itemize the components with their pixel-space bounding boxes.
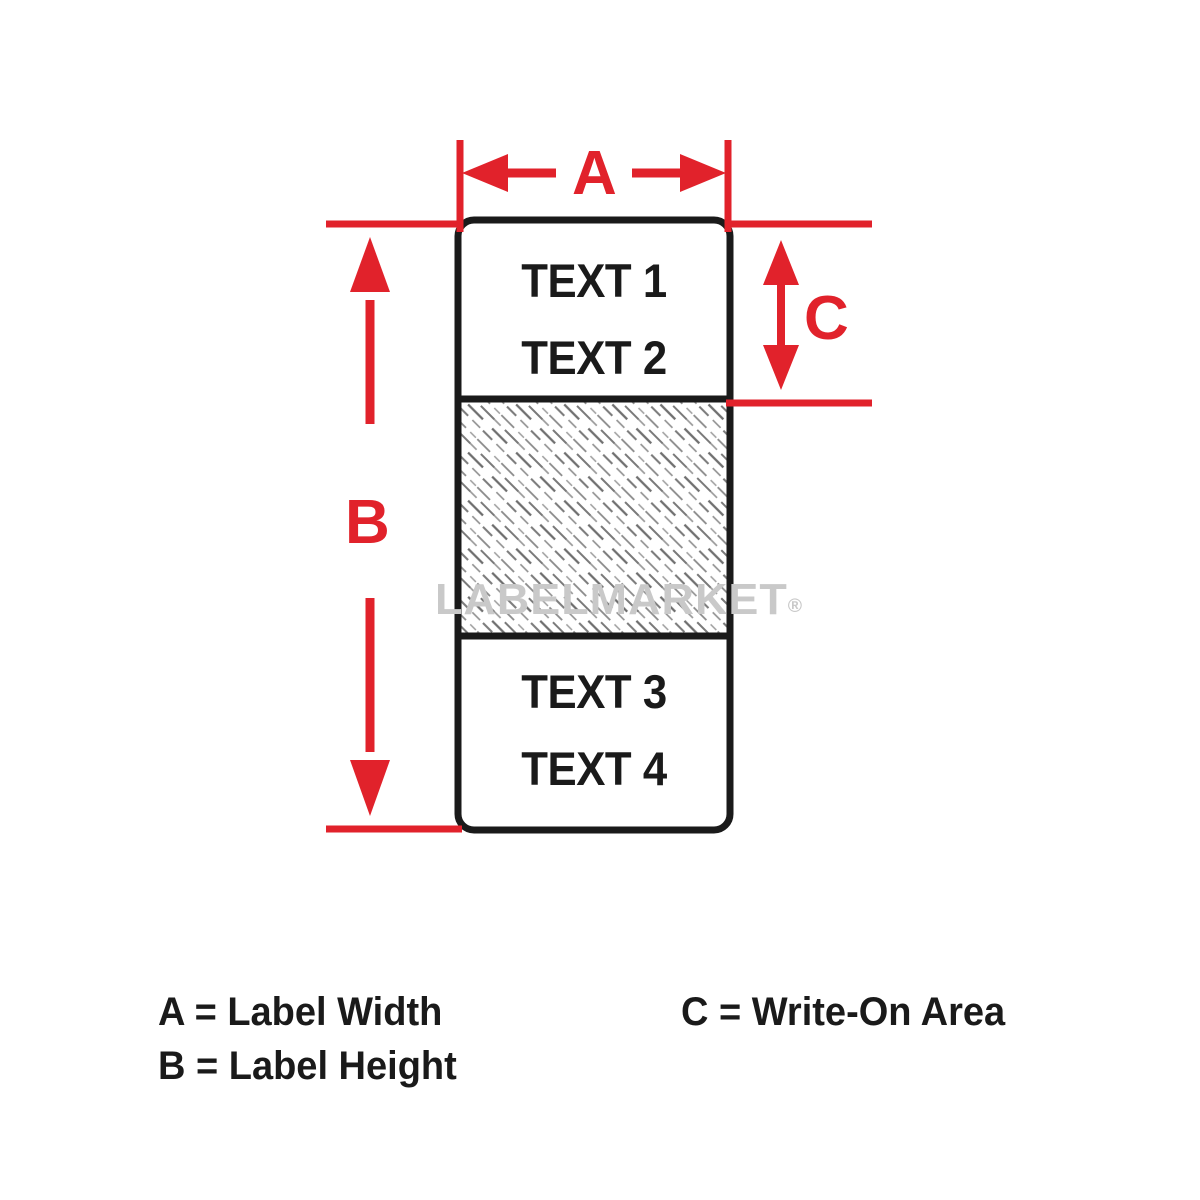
dimension-c <box>726 220 872 407</box>
dimension-a-arrowhead-left <box>462 154 508 192</box>
dimension-b-arrowhead-up <box>350 237 390 292</box>
dimension-b-arrowhead-down <box>350 760 390 816</box>
dimension-label-a: A <box>572 139 617 208</box>
legend-item-c: C = Write-On Area <box>681 990 1006 1034</box>
dimension-b <box>326 220 462 833</box>
dimension-label-b: B <box>345 488 390 557</box>
label-text-line-1: TEXT 1 <box>521 254 667 307</box>
dimension-c-arrowhead-up <box>763 240 799 285</box>
label-body <box>454 216 734 834</box>
label-text-line-2: TEXT 2 <box>521 331 667 384</box>
label-outline <box>454 216 734 834</box>
dimension-a-arrowhead-right <box>680 154 726 192</box>
write-on-hatched-area <box>460 400 728 634</box>
dimension-c-arrowhead-down <box>763 345 799 390</box>
label-text-line-4: TEXT 4 <box>521 742 667 795</box>
dimension-a <box>456 140 732 232</box>
legend-item-b: B = Label Height <box>158 1044 457 1088</box>
dimension-label-c: C <box>804 284 849 353</box>
legend-item-a: A = Label Width <box>158 990 443 1034</box>
label-text-line-3: TEXT 3 <box>521 665 667 718</box>
